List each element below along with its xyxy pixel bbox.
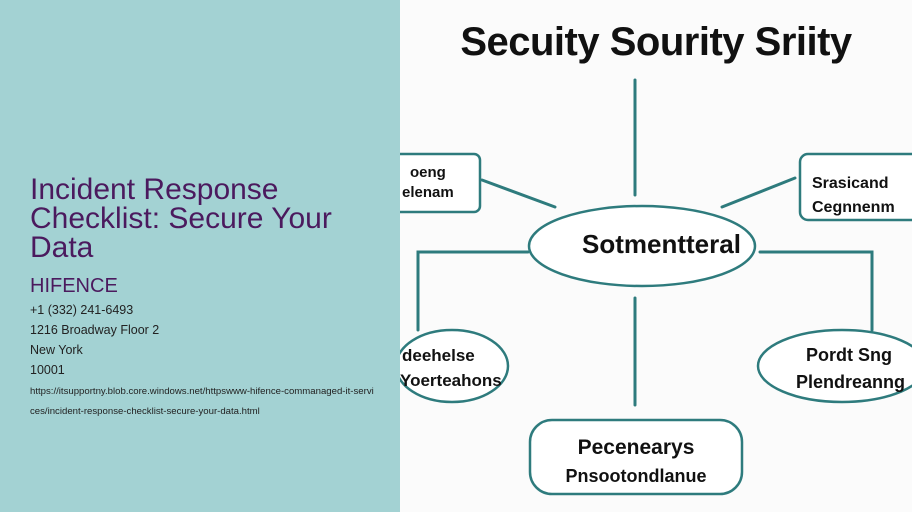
connector-line-top-left: [480, 178, 557, 209]
node-top-left-label: oeng elenam: [402, 163, 454, 203]
company-name: HIFENCE: [30, 275, 118, 297]
node-bottom: [528, 418, 744, 496]
node-mid-left-line1: deehelse: [402, 346, 475, 365]
connector-line-top-right: [720, 176, 797, 209]
page-url-link[interactable]: https://itsupportny.blob.core.windows.ne…: [30, 386, 374, 417]
node-mid-right: [756, 328, 912, 404]
node-mid-left: [400, 328, 510, 404]
node-bottom-line1: Pecenearys: [577, 436, 695, 459]
node-mid-right-line1: Pordt Sng: [806, 345, 892, 365]
node-top-left: [400, 152, 482, 214]
node-top-right-label: Srasicand Cegnnenm: [812, 172, 895, 220]
diagram-title: Secuity Sourity Sriity: [460, 20, 852, 64]
address-line: 1216 Broadway Floor 2: [30, 323, 160, 337]
node-top-left-line1: oeng: [410, 164, 446, 181]
node-top-right-line1: Srasicand: [812, 175, 889, 192]
node-top-right-line2: Cegnnenm: [812, 199, 895, 216]
node-bottom-line2: Pnsootondlanue: [565, 466, 707, 486]
node-top-left-line2: elenam: [402, 184, 454, 201]
phone-number: +1 (332) 241-6493: [30, 303, 134, 317]
center-node: [527, 204, 757, 288]
connector-line-mid-left: [416, 250, 530, 332]
info-panel: Incident Response Checklist: Secure Your…: [0, 0, 400, 512]
diagram-canvas: [400, 78, 912, 496]
node-mid-left-line2: Yoerteahons: [400, 371, 502, 390]
zip-code: 10001: [30, 363, 65, 377]
node-bottom-label: Pecenearys Pnsootondlanue: [546, 434, 726, 490]
connector-line-mid-right: [758, 250, 874, 332]
node-top-right: [798, 152, 912, 222]
node-mid-right-label: Pordt Sng Plendreanng: [796, 342, 905, 396]
node-mid-right-line2: Plendreanng: [796, 372, 906, 392]
page-title: Incident Response Checklist: Secure Your…: [30, 173, 332, 264]
city: New York: [30, 343, 83, 357]
contact-info: +1 (332) 241-6493 1216 Broadway Floor 2 …: [30, 300, 380, 422]
node-mid-left-label: deehelse Yoerteahons: [400, 343, 502, 393]
center-node-label: Sotmentteral: [582, 229, 741, 259]
diagram-image: Secuity Sourity Sriity Sotmentteral oeng…: [400, 0, 912, 512]
